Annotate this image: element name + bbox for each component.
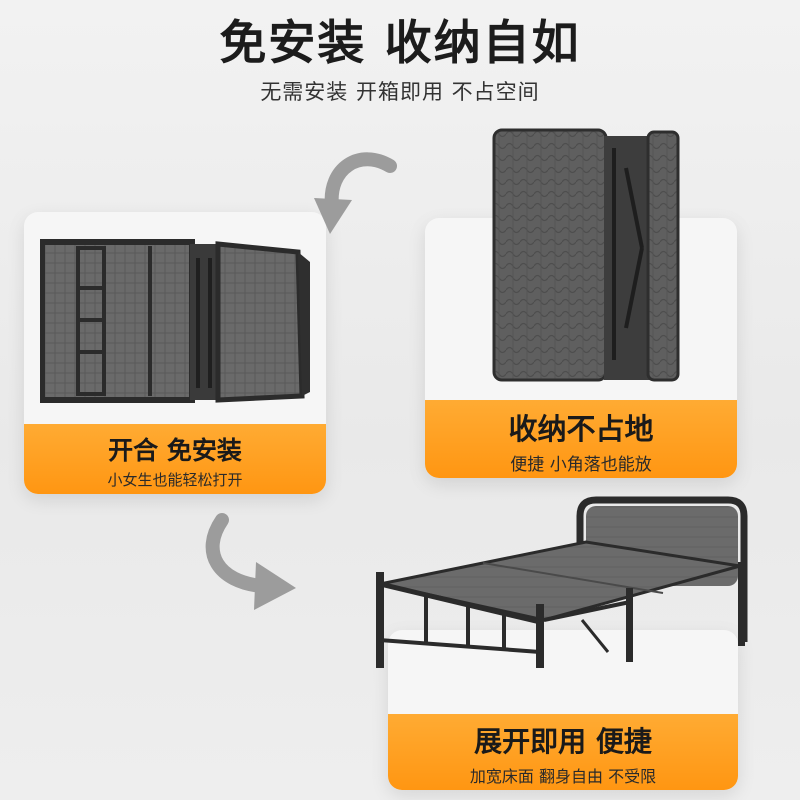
unfolded-bed-image [368, 492, 756, 682]
banner-open-close: 开合 免安装 小女生也能轻松打开 [24, 424, 326, 494]
banner-unfold: 展开即用 便捷 加宽床面 翻身自由 不受限 [388, 714, 738, 790]
card-title-open-close: 开合 免安装 [108, 436, 242, 465]
curved-arrow-down-icon [300, 148, 400, 248]
page-subtitle: 无需安装 开箱即用 不占空间 [260, 80, 540, 104]
card-subtitle-unfold: 加宽床面 翻身自由 不受限 [469, 767, 657, 786]
card-subtitle-storage: 便捷 小角落也能放 [510, 455, 652, 475]
card-subtitle-open-close: 小女生也能轻松打开 [107, 471, 243, 489]
folded-bed-image [492, 128, 682, 384]
banner-storage: 收纳不占地 便捷 小角落也能放 [425, 400, 737, 478]
curved-arrow-right-icon [196, 512, 308, 616]
card-title-storage: 收纳不占地 [508, 412, 654, 446]
card-title-unfold: 展开即用 便捷 [474, 725, 652, 758]
half-folded-bed-image [40, 238, 312, 408]
page-title: 免安装 收纳自如 [219, 16, 581, 71]
